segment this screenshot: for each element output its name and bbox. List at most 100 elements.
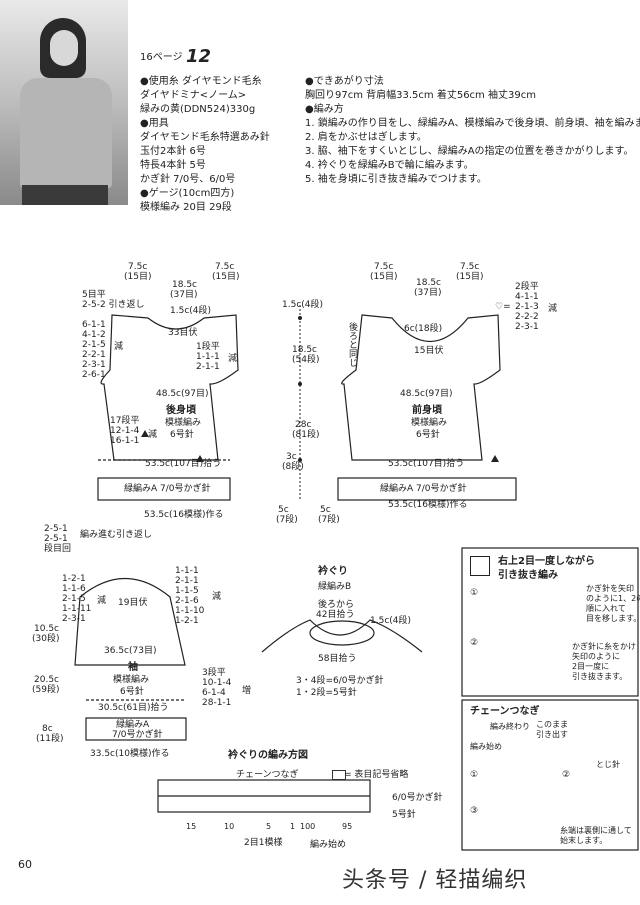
front-shoulder-l: 7.5c [374,262,394,272]
back-rib-note: 編み進む引き返し [80,530,153,540]
sleeve-needle: 6号針 [120,687,144,697]
front-cast-on: 53.5c(16模様)作る [388,500,468,510]
sleeve-h3: 8c [42,724,53,734]
back-dec-label: 減 [114,342,124,352]
tech1-text: かぎ針に糸をかけ [572,642,636,651]
back-needle: 6号針 [170,430,194,440]
front-neck-center: 6c(18段) [404,324,443,334]
back-dec: 2-3-1 [82,360,106,370]
back-dec: 2-6-1 [82,370,106,380]
back-rib-dec: 段目回 [44,544,72,554]
front-heart-symbol: ♡= [495,302,511,312]
center-h2-rows: (54段) [292,355,320,365]
sleeve-right: 2-1-1 [175,576,199,586]
tech2-label: 引き出す [536,730,568,739]
tool-line: かぎ針 7/0号、6/0号 [140,174,236,185]
sleeve-pickup: 30.5c(61目)拾う [98,703,169,713]
back-dec: 2-2-1 [82,350,106,360]
tech2-label: とじ針 [596,760,620,769]
back-neck-dec: 1-1-1 [196,352,220,362]
front-shoulder-l-st: (15目) [370,272,398,282]
sleeve-inc-label: 増 [242,686,252,696]
step-3-icon: ③ [470,806,479,816]
chart-num: 10 [224,822,235,831]
chart-row-label: 5号針 [392,810,416,820]
sleeve-right: 1-2-1 [175,616,199,626]
chart-start: 編み始め [310,840,347,850]
center-h4-rows: (8段) [282,462,304,472]
center-h3-rows: (81段) [292,430,320,440]
size-heading: ●できあがり寸法 [305,76,384,87]
sleeve-left: 1-1-6 [62,584,86,594]
sleeve-bind-off: 19目伏 [118,598,148,608]
step-2-icon: ② [470,638,479,648]
front-width: 48.5c(97目) [400,389,453,399]
tech1-text: 目を移します。 [586,614,640,623]
step-line: 4. 衿ぐりを緑編みBで輪に編みます。 [305,160,474,171]
back-pattern: 模様編み [165,418,202,428]
back-rib: 緑編みA 7/0号かぎ針 [124,484,211,494]
collar-row34: 3・4段=6/0号かぎ針 [296,676,384,686]
yarn-heading: ●使用糸 ダイヤモンド毛糸 [140,76,262,87]
front-heart: 2-2-2 [515,312,539,322]
size-value: 胸回り97cm 背肩幅33.5cm 着丈56cm 袖丈39cm [305,90,536,101]
back-shoulder-l: 7.5c [128,262,148,272]
step-line: 1. 鎖編みの作り目をし、緑編みA、模様編みで後身頃、前身頃、袖を編みます。 [305,118,640,129]
center-h4: 3c [286,452,297,462]
front-shoulder-r: 7.5c [460,262,480,272]
back-rib-dec: 2-5-1 [44,534,68,544]
sleeve-left: 1-2-1 [62,574,86,584]
back-shoulder-r-st: (15目) [212,272,240,282]
tech1-text: のように1、2の [586,594,640,603]
tech2-label: 編み始め [470,742,502,751]
chart-num: 5 [266,822,272,831]
center-h2: 18.5c [292,345,317,355]
tech2-title: チェーンつなぎ [470,706,540,717]
back-dec: 2-1-5 [82,340,106,350]
front-shoulder-r-st: (15目) [456,272,484,282]
item-number: 12 [186,46,212,67]
sleeve-title: 袖 [128,662,138,673]
collar-pattern: 緑編みB [318,582,352,592]
back-pickup: 53.5c(107目)拾う [145,459,222,469]
chart-repeat: 2目1模様 [244,838,283,848]
back-cast-on: 53.5c(16模様)作る [144,510,224,520]
center-h6-rows: (7段) [318,515,340,525]
back-neck-dec-label: 減 [228,354,238,364]
tool-line: 特長4本針 5号 [140,160,206,171]
tech1-text: 2目一度に [572,662,610,671]
model-photo [0,0,128,205]
back-dec: 6-1-1 [82,320,106,330]
back-side: 16-1-1 [110,436,140,446]
sleeve-h3-rows: (11段) [36,734,64,744]
collar-back-pickup: 42目拾う [316,610,355,620]
sleeve-inc: 10-1-4 [202,678,232,688]
chart-num: 15 [186,822,197,831]
gauge-value: 模様編み 20目 29段 [140,202,232,213]
center-h6: 5c [320,505,331,515]
sleeve-right: 1-1-10 [175,606,205,616]
tech1-text: かぎ針を矢印 [586,584,634,593]
back-rows: 2-5-2 引き返し [82,300,145,310]
collar-title: 衿ぐり [318,566,348,577]
front-heart: 2段平 [515,282,539,292]
step-line: 3. 脇、袖下をすくいとじし、緑編みAの指定の位置を巻きかがりします。 [305,146,634,157]
chart-num: 100 [300,822,316,831]
tech2-label: このまま [536,720,568,729]
step-line: 2. 肩をかぶせはぎします。 [305,132,427,143]
center-h5: 5c [278,505,289,515]
tech2-note: 糸端は裏側に通して [560,826,632,835]
stitch-symbol-icon [470,556,490,576]
tech1-title: 右上2目一度しながら [498,556,595,567]
back-side: 12-1-4 [110,426,140,436]
sleeve-rib-needle: 7/0号かぎ針 [112,730,163,740]
method-heading: ●編み方 [305,104,344,115]
collar-side: 1.5c(4段) [370,616,412,626]
back-title: 後身頃 [166,405,196,416]
sleeve-rib: 緑編みA [116,720,150,730]
back-dec: 4-1-2 [82,330,106,340]
back-neck-dec: 2-1-1 [196,362,220,372]
gauge-heading: ●ゲージ(10cm四方) [140,188,235,199]
center-h5-rows: (7段) [276,515,298,525]
watermark: 头条号 / 轻描编织 [342,868,528,893]
